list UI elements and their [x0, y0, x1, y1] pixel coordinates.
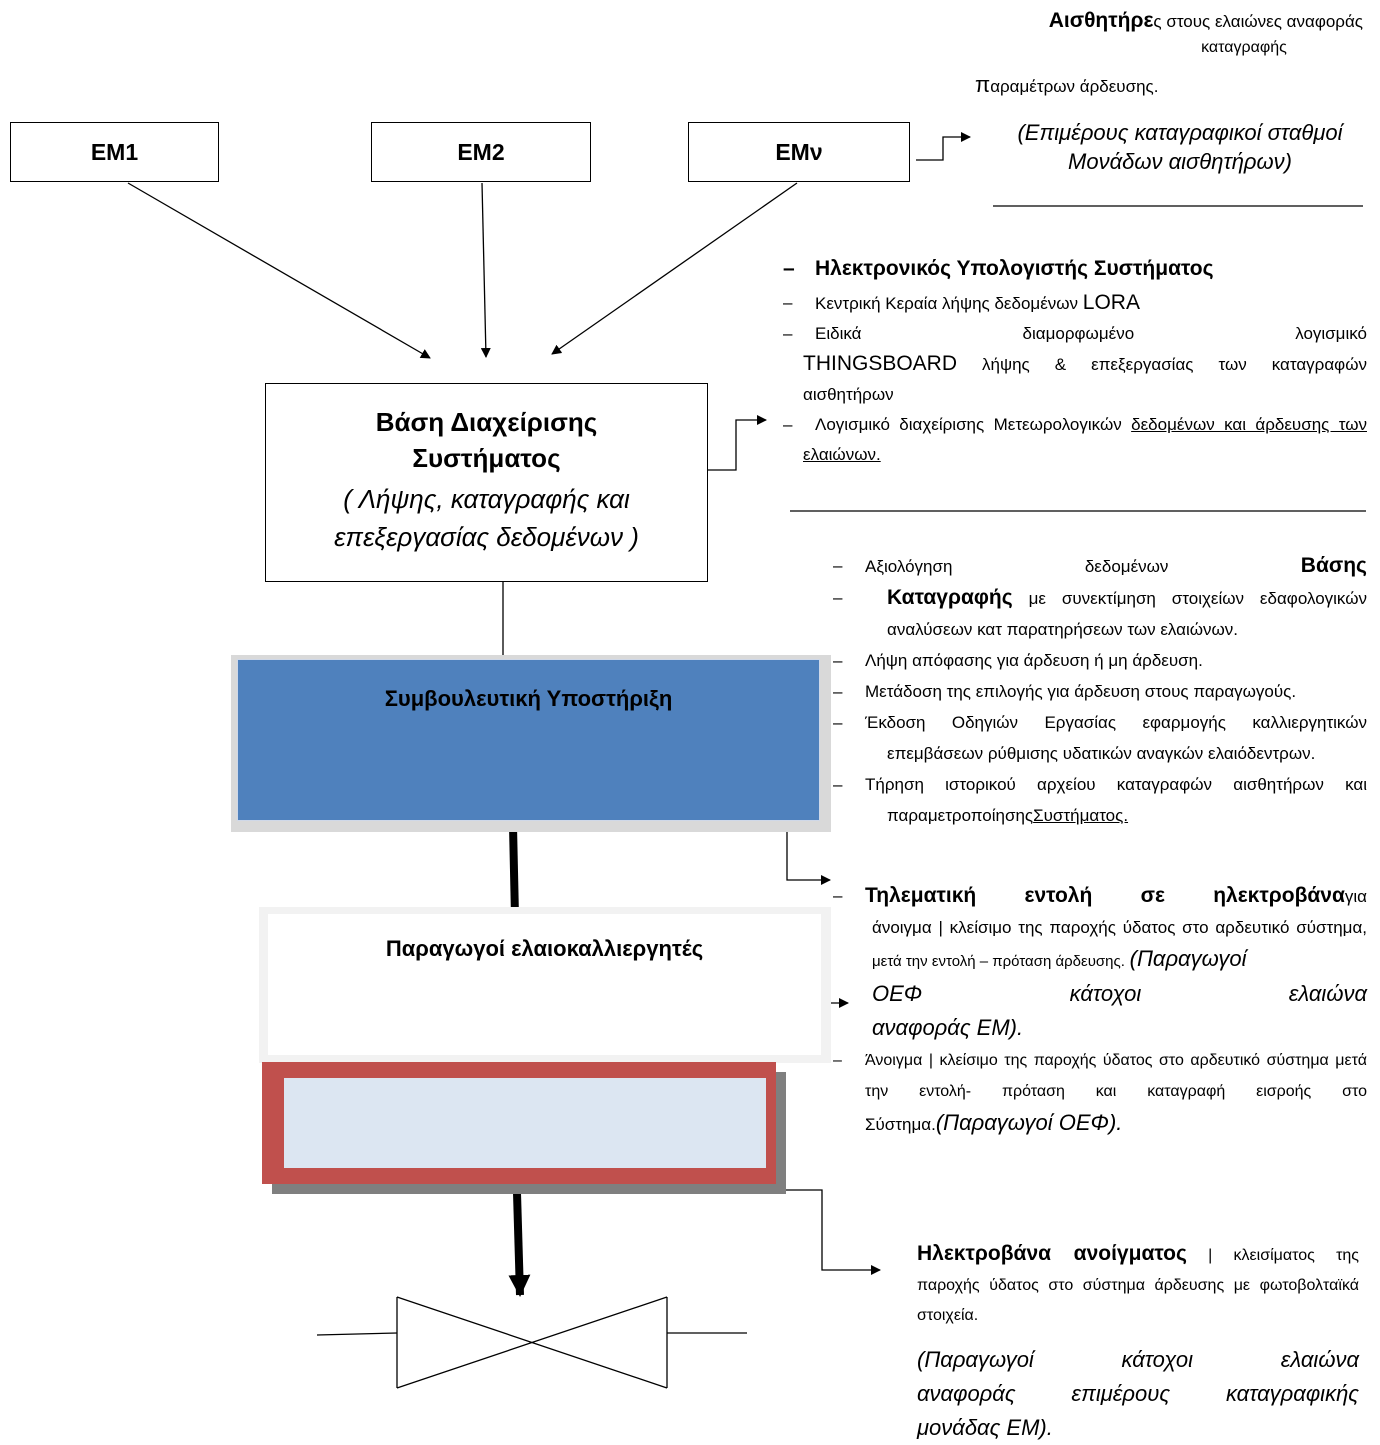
system-computer-note: Ηλεκτρονικός Υπολογιστής Συστήματος Κεντ… — [775, 250, 1367, 470]
advisory-item-evaluation-line2: Καταγραφής με συνεκτίμηση στοιχείων εδαφ… — [825, 582, 1367, 614]
archive-text-b: παραμετροποίησης — [887, 806, 1034, 825]
sensors-italic: (Επιμέρους καταγραφικοί σταθμοί Μονάδων … — [1017, 120, 1343, 174]
meteo-line1: Λογισμικό διαχείρισης Μετεωρολογικών δεδ… — [815, 410, 1367, 440]
telematic-item2-line2-text: την εντολή- πρόταση και καταγραφή εισροή… — [865, 1083, 1367, 1100]
telematic-title: Τηλεματική εντολή σε ηλεκτροβάνα — [865, 884, 1345, 907]
producers-label: Παραγωγοί ελαιοκαλλιεργητές — [385, 936, 704, 961]
telematic-item2-italic: (Παραγωγοί ΟΕΦ). — [935, 1110, 1123, 1135]
meteo-underlined2: ελαιώνων. — [803, 445, 881, 464]
telematic-line3: μετά την εντολή – πρόταση άρδευσης. (Παρ… — [825, 943, 1367, 977]
valve-line3: στοιχεία. — [917, 1307, 979, 1324]
valve-note: Ηλεκτροβάνα ανοίγματος | κλεισίματος της… — [917, 1238, 1359, 1445]
telematic-item2-line1: Άνοιγμα | κλείσιμο της παροχής ύδατος στ… — [865, 1052, 1367, 1069]
telematic-item1: Τηλεματική εντολή σε ηλεκτροβάναγια — [825, 880, 1367, 912]
valve-italic2: αναφοράς επιμέρους καταγραφικής — [917, 1381, 1359, 1406]
advisory-item-transmit: Μετάδοση της επιλογής για άρδευση στους … — [825, 676, 1367, 707]
advisory-box: Συμβουλευτική Υποστήριξη — [237, 659, 820, 821]
telematic-line3-text: μετά την εντολή – πρόταση άρδευσης. — [872, 953, 1125, 970]
system-item-meteo-line2: ελαιώνων. — [775, 440, 1367, 470]
valve-italic1: (Παραγωγοί κάτοχοι ελαιώνα — [917, 1347, 1359, 1372]
system-item-software-line2: THINGSBOARD λήψης & επεξεργασίας των κατ… — [775, 349, 1367, 380]
emv-box: EMν — [688, 122, 910, 182]
meteo-text: Λογισμικό διαχείρισης Μετεωρολογικών — [815, 415, 1122, 434]
producers-box: Παραγωγοί ελαιοκαλλιεργητές — [268, 914, 821, 1055]
advisory-item-decision: Λήψη απόφασης για άρδευση ή μη άρδευση. — [825, 645, 1367, 676]
eval-text-a: Αξιολόγηση δεδομένων — [865, 557, 1169, 576]
meteo-underlined: δεδομένων και άρδευσης των — [1131, 415, 1367, 434]
advisory-item-archive-line2: παραμετροποίησηςΣυστήματος. — [825, 800, 1367, 831]
db-box: Βάση Διαχείρισης Συστήματος ( Λήψης, κατ… — [265, 383, 708, 582]
valve-symbol — [316, 1296, 747, 1389]
antenna-text: Κεντρική Κεραία λήψης δεδομένων — [815, 294, 1079, 313]
eval-text-d: με συνεκτίμηση στοιχείων εδαφολογικών — [1028, 589, 1367, 608]
valve-italic3: μονάδας ΕΜ). — [917, 1415, 1053, 1440]
controller-box-inner — [284, 1078, 766, 1168]
software-line1: Ειδικά διαμορφωμένο λογισμικό — [815, 324, 1367, 343]
telematic-item2: Άνοιγμα | κλείσιμο της παροχής ύδατος στ… — [825, 1045, 1367, 1076]
controller-box — [262, 1062, 776, 1184]
advisory-item-archive: Τήρηση ιστορικού αρχείου καταγραφών αισθ… — [825, 769, 1367, 800]
software-thingsboard: THINGSBOARD — [803, 352, 958, 375]
sensors-title: Αισθητήρε — [1048, 9, 1154, 32]
system-computer-title: Ηλεκτρονικός Υπολογιστής Συστήματος — [775, 250, 1367, 288]
db-title2: Συστήματος — [412, 443, 561, 473]
system-item-meteo: Λογισμικό διαχείρισης Μετεωρολογικών δεδ… — [775, 410, 1367, 440]
telematic-line5: αναφοράς ΕΜ). — [872, 1015, 1024, 1040]
telematic-line4: ΟΕΦ κάτοχοι ελαιώνα — [825, 977, 1367, 1011]
advisory-item-instructions: Έκδοση Οδηγιών Εργασίας εφαρμογής καλλιε… — [825, 707, 1367, 738]
telematic-item2-line2: την εντολή- πρόταση και καταγραφή εισροή… — [825, 1076, 1367, 1107]
telematic-line2: άνοιγμα | κλείσιμο της παροχής ύδατος στ… — [825, 912, 1367, 943]
system-item-antenna: Κεντρική Κεραία λήψης δεδομένων LORA — [775, 288, 1367, 319]
sensors-line2: καταγραφής — [1201, 39, 1287, 56]
telematic-item2-line3: Σύστημα.(Παραγωγοί ΟΕΦ). — [825, 1107, 1367, 1140]
emv-label: EMν — [775, 138, 823, 165]
em1-box: EM1 — [10, 122, 219, 182]
eval-bold-b: Βάσης — [1300, 554, 1367, 577]
advisory-item-evaluation: Αξιολόγηση δεδομένων Βάσης — [825, 550, 1367, 582]
db-title1: Βάση Διαχείρισης — [375, 407, 598, 437]
archive-underlined: Συστήματος. — [1033, 806, 1129, 825]
db-italic2: επεξεργασίας δεδομένων ) — [334, 522, 639, 552]
em2-box: EM2 — [371, 122, 591, 182]
archive-line1: Τήρηση ιστορικού αρχείου καταγραφών αισθ… — [865, 775, 1367, 794]
em1-label: EM1 — [90, 138, 139, 165]
advisory-notes: Αξιολόγηση δεδομένων Βάσης Καταγραφής με… — [825, 550, 1367, 831]
valve-line2: παροχής ύδατος στο σύστημα άρδευσης με φ… — [917, 1277, 1359, 1294]
sensors-line1: ς στους ελαιώνες αναφοράς — [1153, 12, 1363, 31]
instructions-line1: Έκδοση Οδηγιών Εργασίας εφαρμογής καλλιε… — [865, 713, 1367, 732]
em2-label: EM2 — [457, 138, 505, 165]
antenna-lora: LORA — [1082, 291, 1140, 314]
sensors-line3-big: π — [975, 72, 991, 97]
advisory-item-evaluation-line3: αναλύσεων κατ παρατηρήσεων των ελαιώνων. — [887, 620, 1239, 639]
telematic-title-rest: για — [1344, 887, 1367, 906]
valve-title: Ηλεκτροβάνα ανοίγματος — [917, 1242, 1187, 1265]
sensors-note: Αισθητήρες στους ελαιώνες αναφοράς καταγ… — [985, 8, 1363, 61]
telematic-note: Τηλεματική εντολή σε ηλεκτροβάναγια άνοι… — [825, 880, 1367, 1140]
telematic-line3-italic: (Παραγωγοί — [1129, 946, 1247, 971]
telematic-line4-text: ΟΕΦ κάτοχοι ελαιώνα — [872, 981, 1367, 1006]
db-italic1: ( Λήψης, καταγραφής και — [343, 484, 630, 514]
advisory-label: Συμβουλευτική Υποστήριξη — [384, 686, 673, 711]
sensors-line3: παραμέτρων άρδευσης. — [975, 70, 1158, 102]
valve-title-rest: | κλεισίματος της — [1208, 1247, 1359, 1264]
sensors-line3-rest: αραμέτρων άρδευσης. — [990, 77, 1159, 96]
software-rest: λήψης & επεξεργασίας των καταγραφών — [982, 355, 1367, 374]
valve-line1: Ηλεκτροβάνα ανοίγματος | κλεισίματος της — [917, 1238, 1359, 1271]
system-item-software-line3: αισθητήρων — [803, 385, 894, 404]
system-item-software: Ειδικά διαμορφωμένο λογισμικό — [775, 319, 1367, 349]
advisory-item-instructions-line2: επεμβάσεων ρύθμισης υδατικών αναγκών ελα… — [887, 744, 1316, 763]
eval-bold-c: Καταγραφής — [887, 586, 1013, 609]
telematic-item2-line3-text: Σύστημα. — [865, 1115, 936, 1134]
telematic-line2-text: άνοιγμα | κλείσιμο της παροχής ύδατος στ… — [872, 918, 1367, 937]
